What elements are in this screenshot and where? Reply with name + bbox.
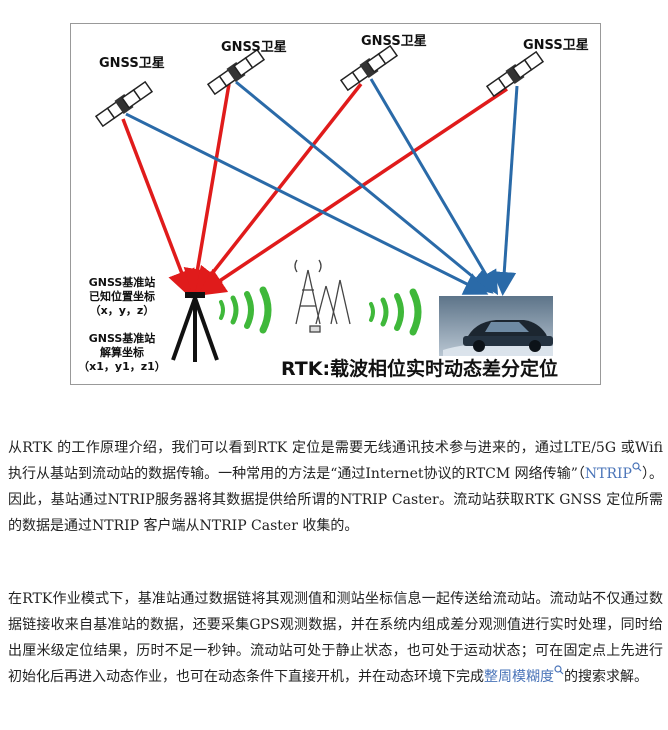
satellite-label-4: GNSS卫星 (523, 38, 589, 53)
radio-tower-icon (294, 259, 351, 333)
figure-caption: RTK:载波相位实时动态差分定位 (281, 358, 559, 380)
rtk-diagram-figure: GNSS卫星 GNSS卫星 GNSS卫星 GNSS卫星 GNSS基准站 已知位置… (70, 23, 601, 385)
search-icon (554, 665, 564, 675)
red-ray-3 (194, 82, 363, 296)
red-ray-2 (183, 83, 231, 297)
satellite-icon (206, 48, 266, 96)
search-icon (632, 462, 642, 472)
satellite-label-2: GNSS卫星 (221, 40, 287, 55)
blue-ray-2 (235, 80, 494, 294)
satellite-icon (485, 50, 545, 98)
red-rays (121, 82, 508, 299)
tripod-icon (171, 292, 219, 362)
blue-rays (125, 78, 519, 296)
paragraph-2: 在RTK作业模式下，基准站通过数据链将其观测值和测站坐标信息一起传送给流动站。流… (8, 591, 663, 685)
blue-ray-3 (369, 78, 499, 296)
car-photo (439, 296, 553, 356)
green-waves-left (219, 286, 272, 334)
satellite-icon (339, 44, 399, 92)
red-ray-4 (197, 87, 508, 296)
satellite-label-1: GNSS卫星 (99, 56, 165, 71)
integer-ambiguity-link[interactable]: 整周模糊度 (484, 665, 564, 685)
red-ray-1 (121, 118, 195, 299)
satellite-label-3: GNSS卫星 (361, 34, 427, 49)
blue-ray-4 (492, 85, 519, 296)
green-waves-right (369, 288, 422, 336)
blue-ray-1 (125, 112, 489, 295)
ntrip-link[interactable]: NTRIP (585, 462, 642, 482)
rtk-diagram-svg (94, 44, 553, 362)
satellite-icon (94, 80, 154, 128)
base-station-solved-label: GNSS基准站 解算坐标 （x1，y1，z1） (78, 332, 166, 373)
paragraph-1: 从RTK 的工作原理介绍，我们可以看到RTK 定位是需要无线通讯技术参与进来的，… (8, 440, 664, 534)
base-station-known-label: GNSS基准站 已知位置坐标 （x，y，z） (88, 276, 156, 317)
